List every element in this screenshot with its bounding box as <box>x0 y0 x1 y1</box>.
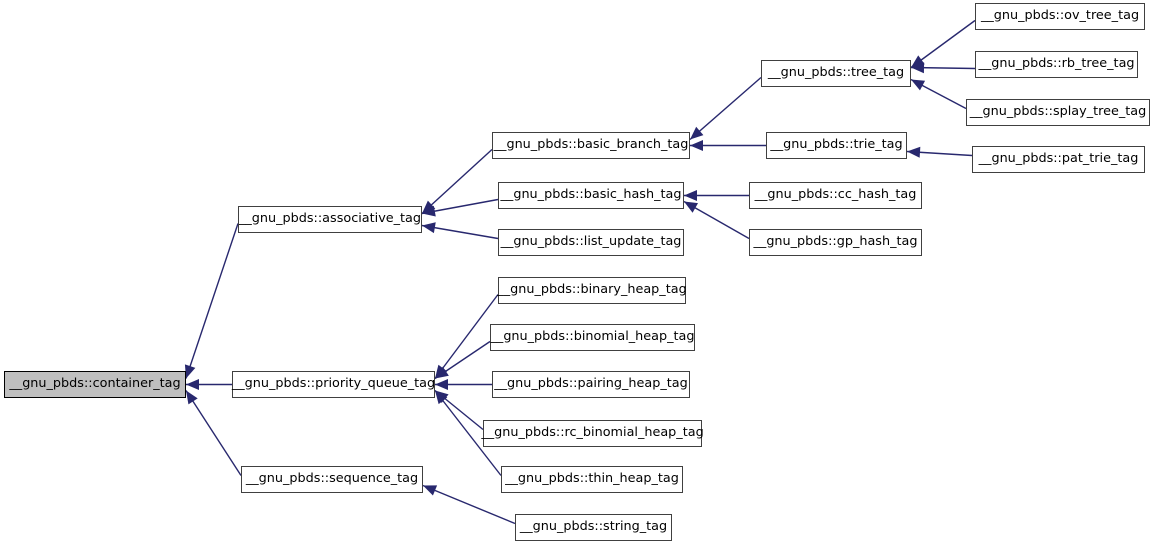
arrowhead <box>690 126 704 140</box>
class-node-label: __gnu_pbds::sequence_tag <box>245 470 419 486</box>
class-node-binomial_heap_tag[interactable]: __gnu_pbds::binomial_heap_tag <box>490 324 695 351</box>
class-node-rb_tree_tag[interactable]: __gnu_pbds::rb_tree_tag <box>975 51 1138 78</box>
edge-splay_tree_tag-to-tree_tag <box>910 78 967 110</box>
edge-basic_branch_tag-to-associative_tag <box>421 148 493 215</box>
class-node-binary_heap_tag[interactable]: __gnu_pbds::binary_heap_tag <box>497 277 687 304</box>
arrowhead <box>184 364 196 379</box>
class-node-ov_tree_tag[interactable]: __gnu_pbds::ov_tree_tag <box>975 3 1145 30</box>
arrowhead <box>690 140 703 151</box>
class-node-label: __gnu_pbds::gp_hash_tag <box>753 233 918 249</box>
arrowhead <box>423 485 438 496</box>
arrowhead <box>435 366 449 379</box>
class-node-gp_hash_tag[interactable]: __gnu_pbds::gp_hash_tag <box>749 229 922 256</box>
arrowhead <box>435 390 449 403</box>
edge-list_update_tag-to-associative_tag <box>421 222 499 240</box>
edge-gp_hash_tag-to-basic_hash_tag <box>683 200 750 240</box>
edge-priority_queue_tag-to-container_tag <box>186 379 232 390</box>
class-node-label: __gnu_pbds::rc_binomial_heap_tag <box>481 424 704 440</box>
class-node-list_update_tag[interactable]: __gnu_pbds::list_update_tag <box>498 229 684 256</box>
class-node-trie_tag[interactable]: __gnu_pbds::trie_tag <box>766 132 907 159</box>
arrowhead <box>911 55 925 68</box>
class-node-label: __gnu_pbds::priority_queue_tag <box>231 375 436 391</box>
edge-pat_trie_tag-to-trie_tag <box>906 146 973 158</box>
class-node-container_tag[interactable]: __gnu_pbds::container_tag <box>4 371 186 398</box>
arrowhead <box>911 79 926 91</box>
edge-rc_binomial_heap_tag-to-priority_queue_tag <box>434 389 484 431</box>
class-node-label: __gnu_pbds::rb_tree_tag <box>978 55 1135 71</box>
arrowhead <box>435 390 448 405</box>
edge-binomial_heap_tag-to-priority_queue_tag <box>434 340 491 380</box>
edge-associative_tag-to-container_tag <box>184 223 239 379</box>
edge-tree_tag-to-basic_branch_tag <box>689 76 762 141</box>
class-node-priority_queue_tag[interactable]: __gnu_pbds::priority_queue_tag <box>232 371 435 398</box>
class-node-label: __gnu_pbds::basic_branch_tag <box>493 136 689 152</box>
class-node-sequence_tag[interactable]: __gnu_pbds::sequence_tag <box>241 466 423 493</box>
arrowhead <box>435 379 448 390</box>
arrowhead <box>186 379 199 390</box>
edge-cc_hash_tag-to-basic_hash_tag <box>684 190 749 201</box>
edge-rb_tree_tag-to-tree_tag <box>910 62 976 74</box>
class-node-label: __gnu_pbds::pat_trie_tag <box>978 150 1139 166</box>
class-node-basic_branch_tag[interactable]: __gnu_pbds::basic_branch_tag <box>492 132 690 159</box>
edge-trie_tag-to-basic_branch_tag <box>690 140 766 151</box>
edge-basic_hash_tag-to-associative_tag <box>421 198 499 217</box>
arrowhead <box>907 146 921 158</box>
class-node-label: __gnu_pbds::container_tag <box>9 375 181 391</box>
class-node-label: __gnu_pbds::cc_hash_tag <box>754 186 917 202</box>
arrowhead <box>422 222 436 234</box>
class-node-label: __gnu_pbds::splay_tree_tag <box>969 103 1147 119</box>
class-node-string_tag[interactable]: __gnu_pbds::string_tag <box>515 514 672 541</box>
class-node-cc_hash_tag[interactable]: __gnu_pbds::cc_hash_tag <box>749 182 922 209</box>
class-node-label: __gnu_pbds::associative_tag <box>238 210 422 226</box>
arrowhead <box>435 364 448 379</box>
class-node-label: __gnu_pbds::tree_tag <box>767 64 905 80</box>
arrowhead <box>186 390 198 405</box>
class-node-label: __gnu_pbds::pairing_heap_tag <box>494 375 688 391</box>
class-node-label: __gnu_pbds::binomial_heap_tag <box>490 328 695 344</box>
edge-sequence_tag-to-container_tag <box>185 390 242 476</box>
class-node-label: __gnu_pbds::trie_tag <box>770 136 903 152</box>
arrowhead <box>422 205 436 217</box>
class-node-label: __gnu_pbds::basic_hash_tag <box>500 186 682 202</box>
edge-pairing_heap_tag-to-priority_queue_tag <box>435 379 492 390</box>
class-node-tree_tag[interactable]: __gnu_pbds::tree_tag <box>761 60 911 87</box>
class-node-rc_binomial_heap_tag[interactable]: __gnu_pbds::rc_binomial_heap_tag <box>481 420 704 447</box>
arrowhead <box>422 200 436 214</box>
class-node-pairing_heap_tag[interactable]: __gnu_pbds::pairing_heap_tag <box>492 371 690 398</box>
class-node-label: __gnu_pbds::string_tag <box>519 518 668 534</box>
class-node-label: __gnu_pbds::list_update_tag <box>500 233 682 249</box>
class-node-associative_tag[interactable]: __gnu_pbds::associative_tag <box>238 206 422 233</box>
class-node-basic_hash_tag[interactable]: __gnu_pbds::basic_hash_tag <box>498 182 684 209</box>
class-node-label: __gnu_pbds::binary_heap_tag <box>497 281 687 297</box>
edge-ov_tree_tag-to-tree_tag <box>910 19 976 69</box>
class-node-label: __gnu_pbds::thin_heap_tag <box>505 470 679 486</box>
arrowhead <box>911 62 925 74</box>
class-node-thin_heap_tag[interactable]: __gnu_pbds::thin_heap_tag <box>501 466 683 493</box>
class-node-splay_tree_tag[interactable]: __gnu_pbds::splay_tree_tag <box>966 99 1150 126</box>
arrowhead <box>684 201 699 213</box>
class-node-label: __gnu_pbds::ov_tree_tag <box>980 7 1140 23</box>
edge-binary_heap_tag-to-priority_queue_tag <box>434 294 499 379</box>
arrowhead <box>684 190 697 201</box>
class-node-pat_trie_tag[interactable]: __gnu_pbds::pat_trie_tag <box>972 146 1145 173</box>
